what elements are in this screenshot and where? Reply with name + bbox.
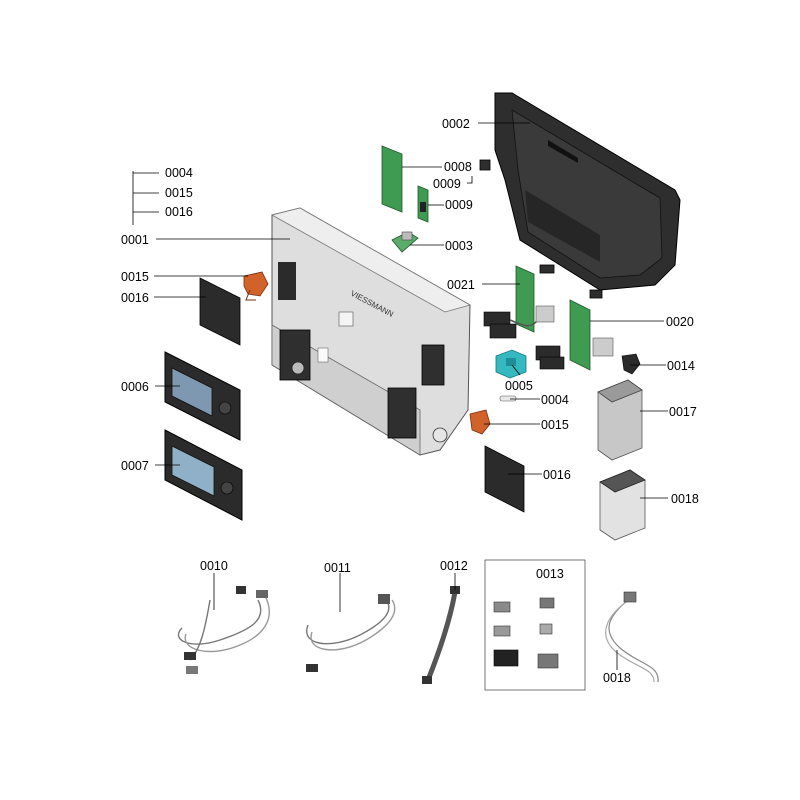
label-0016-left: 0016: [121, 291, 149, 305]
label-0017: 0017: [669, 405, 697, 419]
display-0006-part: [164, 351, 241, 441]
main-housing-part: VIESSMANN: [270, 207, 472, 456]
label-0014: 0014: [667, 359, 695, 373]
label-0009: 0009: [445, 198, 473, 212]
clip-0014-part: [621, 353, 641, 375]
cover-plate-left-part: [199, 277, 241, 346]
connector-kit-0013-part: [484, 559, 586, 691]
fuse-0004-part: [499, 395, 517, 402]
rear-cover-part: [479, 92, 681, 299]
box-0018-part: [599, 469, 646, 541]
pcb-0009-part: [417, 185, 429, 223]
sensor-0018-part: [605, 591, 659, 683]
label-0011: 0011: [324, 561, 351, 575]
label-0015-left: 0015: [121, 270, 149, 284]
leader-lines: [132, 122, 668, 670]
label-0004: 0004: [541, 393, 569, 407]
label-0012: 0012: [440, 559, 468, 573]
label-0004-group: 0004: [165, 166, 193, 180]
box-0017-part: [597, 379, 643, 461]
relay-0005-part: [495, 349, 527, 379]
label-0010: 0010: [200, 559, 228, 573]
label-0009-top: 0009: [433, 177, 461, 191]
label-0020: 0020: [666, 315, 694, 329]
label-0016-group: 0016: [165, 205, 193, 219]
label-0018-box: 0018: [671, 492, 699, 506]
cable-harness-0010-part: [177, 586, 270, 674]
label-0008: 0008: [444, 160, 472, 174]
label-0007: 0007: [121, 459, 149, 473]
cable-harness-0011-part: [306, 594, 396, 672]
label-0018-sensor: 0018: [603, 671, 631, 685]
label-0021: 0021: [447, 278, 475, 292]
label-0006: 0006: [121, 380, 149, 394]
label-0002: 0002: [442, 117, 470, 131]
label-0015-right: 0015: [541, 418, 569, 432]
orange-clip-left-part: [243, 271, 269, 301]
cable-0012-part: [422, 586, 460, 684]
pcb-0021-part: [483, 265, 555, 339]
orange-clip-right-part: [469, 409, 491, 435]
display-0007-part: [164, 429, 243, 521]
label-0003: 0003: [445, 239, 473, 253]
label-0005: 0005: [505, 379, 533, 393]
pcb-0008-part: [381, 145, 403, 213]
label-0015-group: 0015: [165, 186, 193, 200]
label-0016-right: 0016: [543, 468, 571, 482]
board-0003-part: [391, 231, 419, 253]
label-0013: 0013: [536, 567, 564, 581]
pcb-0020-part: [535, 299, 614, 371]
label-0001: 0001: [121, 233, 149, 247]
cover-plate-right-part: [484, 445, 525, 513]
